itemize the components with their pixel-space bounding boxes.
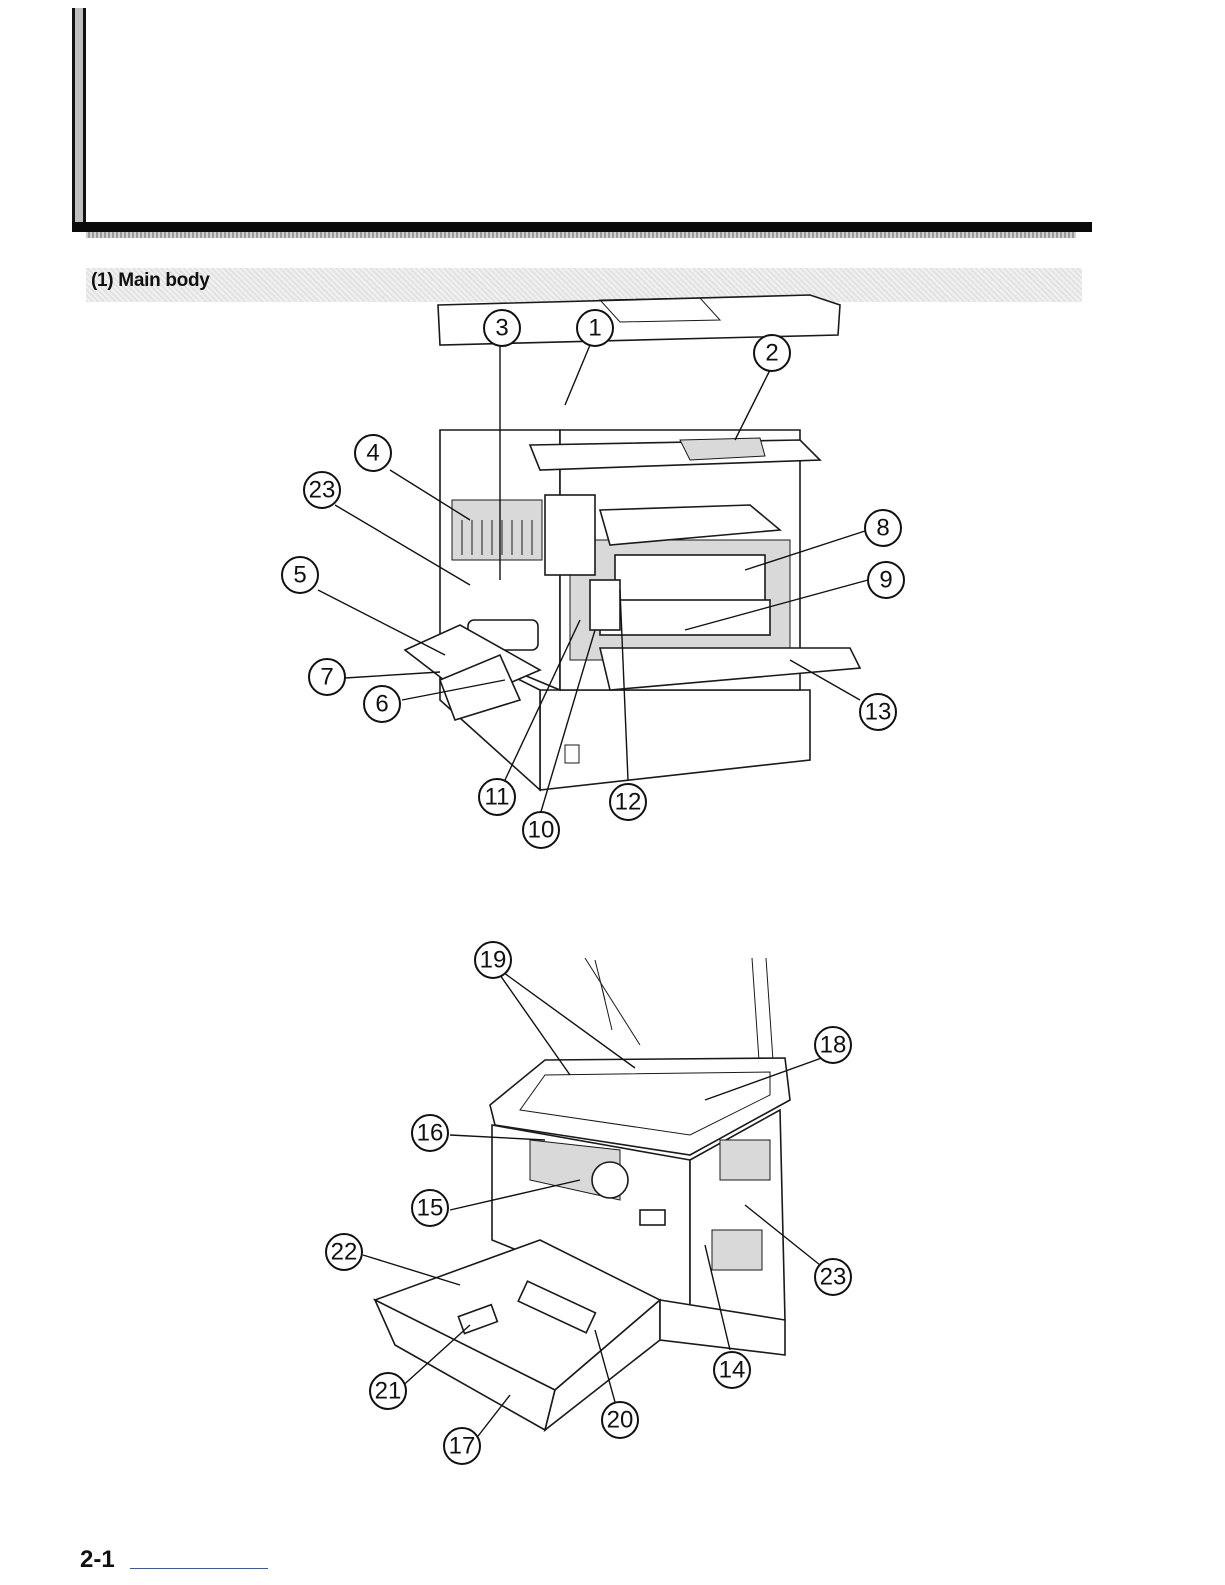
callout-20: 20	[602, 1402, 638, 1438]
copier-front-drawing	[405, 295, 860, 790]
svg-text:7: 7	[320, 664, 333, 691]
svg-text:15: 15	[417, 1195, 444, 1222]
callout-22: 22	[326, 1234, 362, 1270]
callout-17: 17	[444, 1428, 480, 1464]
svg-text:10: 10	[528, 817, 555, 844]
main-body-open-illustration: 19 18 16 15 22 23 14 21 20 17	[0, 930, 1225, 1470]
callout-9: 9	[868, 562, 904, 598]
callout-2: 2	[754, 335, 790, 371]
callout-15: 15	[412, 1190, 448, 1226]
svg-text:21: 21	[375, 1378, 402, 1405]
svg-text:14: 14	[719, 1357, 746, 1384]
svg-text:11: 11	[485, 784, 510, 811]
callout-10: 10	[523, 812, 559, 848]
svg-text:6: 6	[375, 691, 388, 718]
callout-23: 23	[304, 472, 340, 508]
callout-11: 11	[479, 779, 515, 815]
svg-text:1: 1	[588, 315, 601, 342]
callout-12: 12	[610, 784, 646, 820]
page-number: 2-1	[80, 1546, 115, 1574]
svg-text:23: 23	[309, 477, 336, 504]
callout-4: 4	[355, 435, 391, 471]
svg-text:18: 18	[820, 1032, 847, 1059]
svg-text:16: 16	[417, 1120, 444, 1147]
svg-text:3: 3	[495, 315, 508, 342]
callout-3: 3	[484, 310, 520, 346]
callout-19: 19	[475, 942, 511, 978]
callout-5: 5	[282, 557, 318, 593]
svg-text:13: 13	[865, 699, 892, 726]
callout-23b: 23	[815, 1259, 851, 1295]
callout-16: 16	[412, 1115, 448, 1151]
svg-text:12: 12	[615, 789, 642, 816]
svg-text:17: 17	[449, 1433, 476, 1460]
callout-7: 7	[309, 659, 345, 695]
svg-text:5: 5	[293, 562, 306, 589]
svg-text:20: 20	[607, 1407, 634, 1434]
callout-1: 1	[577, 310, 613, 346]
callout-18: 18	[815, 1027, 851, 1063]
svg-text:19: 19	[480, 947, 507, 974]
callout-6: 6	[364, 686, 400, 722]
svg-text:4: 4	[366, 440, 379, 467]
callout-21: 21	[370, 1373, 406, 1409]
callout-14: 14	[714, 1352, 750, 1388]
svg-text:9: 9	[879, 567, 892, 594]
footer-link-line	[130, 1568, 268, 1569]
svg-text:23: 23	[820, 1264, 847, 1291]
callout-8: 8	[865, 510, 901, 546]
main-body-front-illustration: 1 2 3 4 23 5 7 6 8 9 13 11 12 10	[0, 0, 1225, 860]
svg-text:8: 8	[876, 515, 889, 542]
svg-text:2: 2	[765, 340, 778, 367]
svg-text:22: 22	[331, 1239, 358, 1266]
callout-13: 13	[860, 694, 896, 730]
